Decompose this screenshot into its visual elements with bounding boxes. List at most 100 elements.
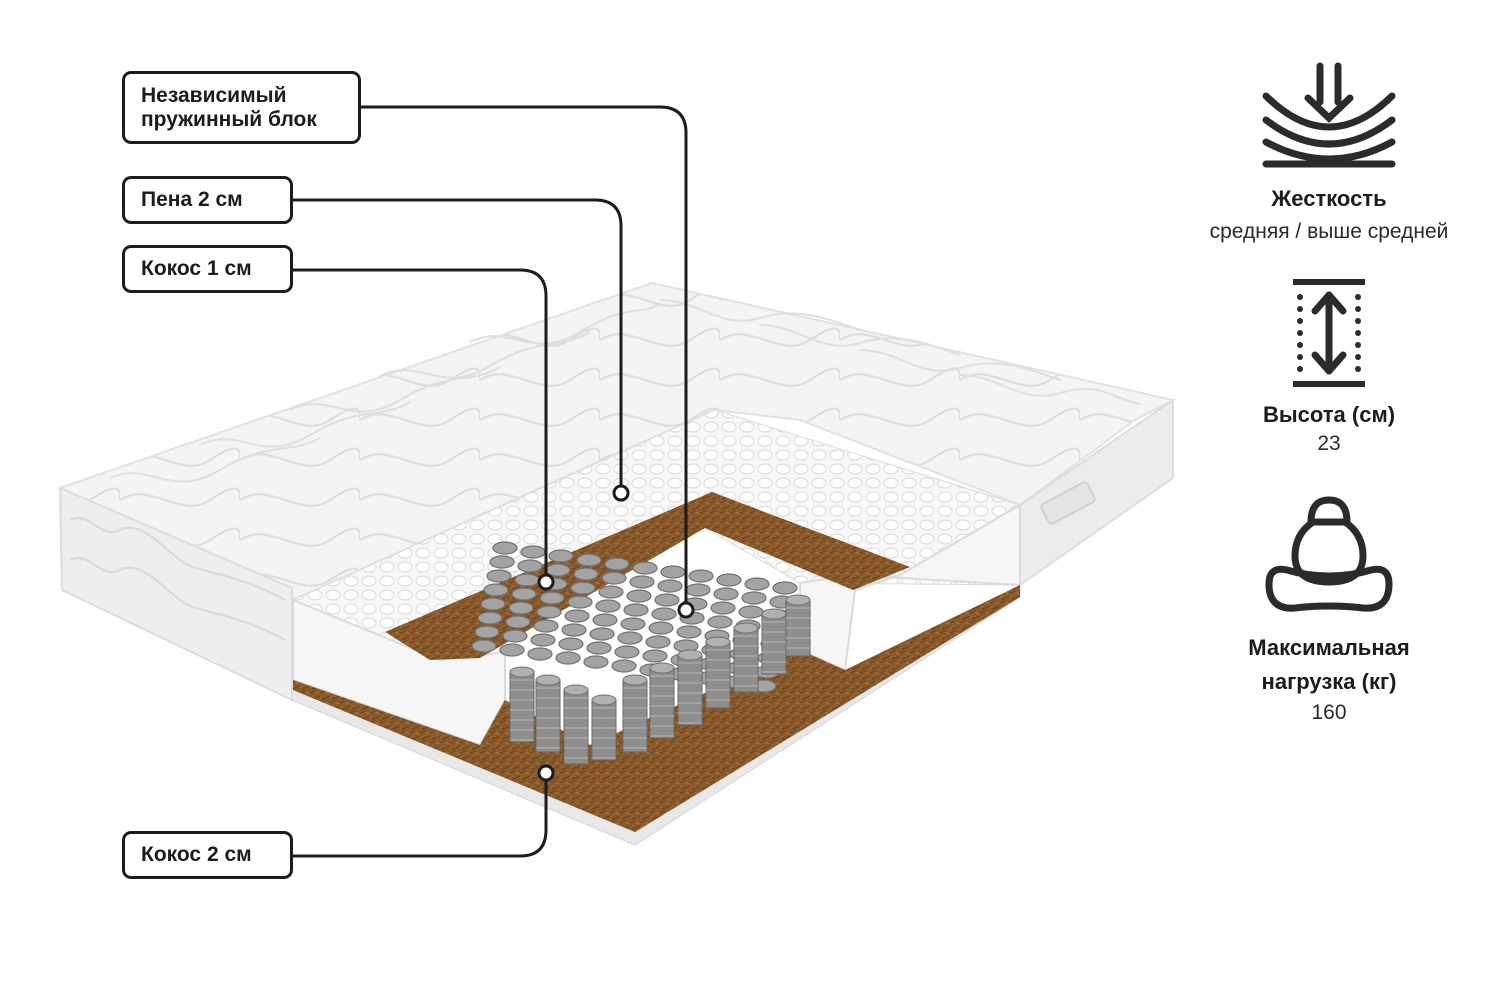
spring-top <box>716 573 742 587</box>
spec-height-title: Высота (см) <box>1262 402 1396 427</box>
callout-coconut-top-label: Кокос 1 см <box>141 257 252 280</box>
spring-top <box>576 553 602 567</box>
spring-top <box>657 579 683 593</box>
spring-body <box>535 679 561 753</box>
spring-top <box>713 587 739 601</box>
kettlebell-icon <box>1265 496 1393 612</box>
spring-top <box>505 615 531 629</box>
spring-top <box>573 567 599 581</box>
spring-cap <box>677 649 703 661</box>
spring-body <box>509 671 535 743</box>
spring-top <box>567 595 593 609</box>
spring-top <box>685 583 711 597</box>
spring-top <box>676 625 702 639</box>
callout-spring-block: Независимый пружинный блок <box>122 71 361 144</box>
spec-max-load-title: Максимальная нагрузка (кг) <box>1248 635 1410 694</box>
spring-body <box>705 641 731 709</box>
spring-top <box>502 629 528 643</box>
spring-cap <box>509 666 535 678</box>
spring-top <box>499 643 525 657</box>
spring-top <box>520 545 546 559</box>
callout-spring-block-label: Независимый пружинный блок <box>141 83 317 131</box>
spring-top <box>604 557 630 571</box>
spring-top <box>530 633 556 647</box>
spring-top <box>561 623 587 637</box>
spring-cap <box>761 608 787 620</box>
spring-top <box>601 571 627 585</box>
spring-cap <box>705 636 731 648</box>
spring-cap <box>733 622 759 634</box>
spring-top <box>738 605 764 619</box>
spring-top <box>586 641 612 655</box>
spring-top <box>660 565 686 579</box>
spring-top <box>592 613 618 627</box>
spring-top <box>480 597 506 611</box>
spring-body <box>591 699 617 761</box>
spring-top <box>533 619 559 633</box>
spring-body <box>649 667 675 739</box>
spring-top <box>570 581 596 595</box>
spring-top <box>517 559 543 573</box>
leader-dots <box>537 484 695 782</box>
spring-body <box>677 654 703 726</box>
spec-firmness-value: средняя / выше средней <box>1209 220 1449 243</box>
spring-top <box>471 639 497 653</box>
spring-top <box>508 601 534 615</box>
spring-top <box>511 587 537 601</box>
spring-top <box>611 659 637 673</box>
spring-top <box>645 635 671 649</box>
spring-top <box>617 631 643 645</box>
spring-top <box>558 637 584 651</box>
callout-coconut-top: Кокос 1 см <box>122 245 293 293</box>
callout-coconut-bottom-label: Кокос 2 см <box>141 843 252 866</box>
spring-top <box>620 617 646 631</box>
spring-top <box>555 651 581 665</box>
spring-body <box>761 613 787 675</box>
spring-cap <box>785 594 811 606</box>
spring-body <box>563 689 589 765</box>
spring-top <box>741 591 767 605</box>
callout-foam: Пена 2 см <box>122 176 293 224</box>
spring-top <box>545 563 571 577</box>
spring-top <box>614 645 640 659</box>
spec-firmness-title: Жесткость <box>1271 186 1387 211</box>
spring-top <box>651 607 677 621</box>
spring-top <box>492 541 518 555</box>
spring-top <box>483 583 509 597</box>
spring-top <box>642 649 668 663</box>
spring-top <box>474 625 500 639</box>
spring-top <box>623 603 649 617</box>
spring-block <box>471 541 811 765</box>
spring-top <box>707 615 733 629</box>
spring-top <box>688 569 714 583</box>
spring-cap <box>591 694 617 706</box>
spec-firmness: Жесткость средняя / выше средней <box>1169 184 1489 246</box>
height-arrow-icon <box>1293 279 1365 387</box>
spring-top <box>514 573 540 587</box>
spring-top <box>489 555 515 569</box>
spring-cap <box>563 684 589 696</box>
spring-cap <box>622 674 648 686</box>
spec-height: Высота (см) 23 <box>1169 400 1489 458</box>
spring-top <box>589 627 615 641</box>
pressure-layers-icon <box>1262 62 1396 168</box>
spring-body <box>733 627 759 693</box>
spring-top <box>744 577 770 591</box>
spring-top <box>527 647 553 661</box>
spec-height-value: 23 <box>1317 432 1341 455</box>
spring-top <box>486 569 512 583</box>
spring-top <box>536 605 562 619</box>
spring-top <box>564 609 590 623</box>
spring-cap <box>649 662 675 674</box>
spring-top <box>632 561 658 575</box>
spec-max-load-value: 160 <box>1311 701 1347 724</box>
leader-lines <box>292 105 688 858</box>
spec-max-load: Максимальная нагрузка (кг) 160 <box>1169 631 1489 727</box>
spring-top <box>548 549 574 563</box>
spring-top <box>598 585 624 599</box>
spring-top <box>772 581 798 595</box>
callout-coconut-bottom: Кокос 2 см <box>122 831 293 879</box>
spring-body <box>622 679 648 753</box>
spring-top <box>654 593 680 607</box>
